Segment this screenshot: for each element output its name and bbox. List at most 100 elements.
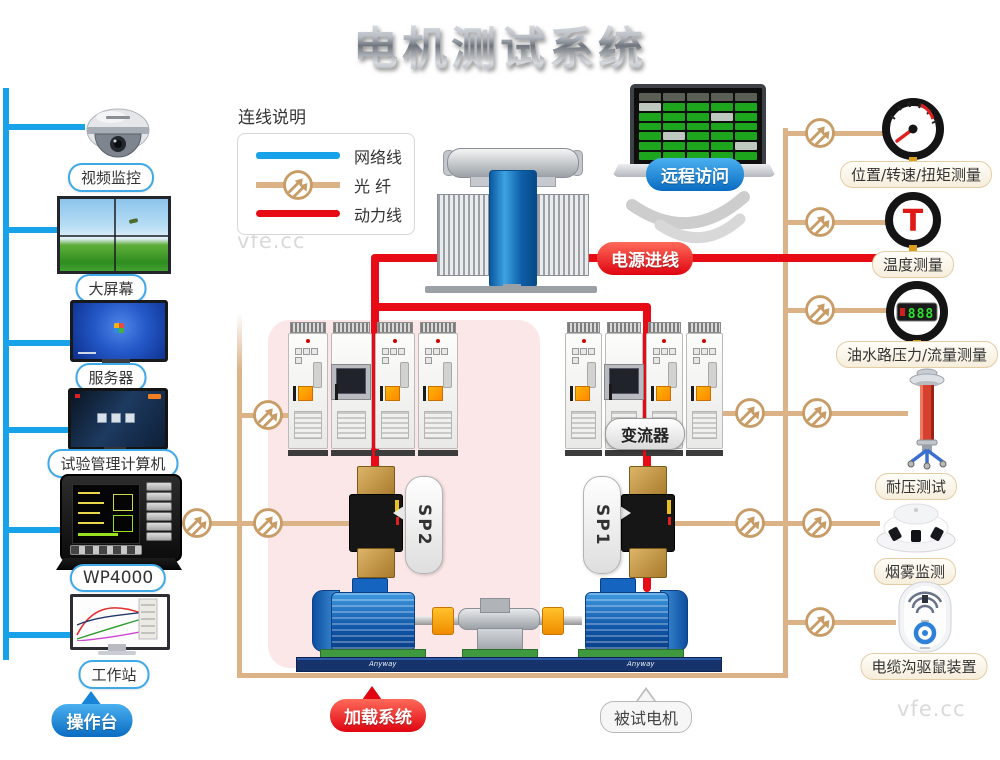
- laptop-data-cell: [711, 152, 733, 160]
- laptop-data-cell: [735, 152, 757, 160]
- page-title: 电机测试系统: [0, 12, 1000, 77]
- bench-rail: Anyway Anyway: [296, 657, 722, 672]
- motor-under-test-badge: 被试电机: [599, 701, 693, 733]
- legend-power-line: [256, 210, 340, 217]
- laptop-data-cell: [663, 152, 685, 160]
- fiber-icon: [801, 507, 833, 539]
- laptop-data-cell: [711, 112, 733, 121]
- network-stub-line: [3, 124, 85, 130]
- console-badge: 操作台: [51, 704, 133, 737]
- laptop-data-cell: [735, 132, 757, 141]
- legend-network-line: [256, 152, 340, 159]
- temperature-gauge-label: 温度测量: [871, 251, 955, 278]
- fiber-icon: [282, 169, 314, 205]
- wp4000-label: WP4000: [69, 564, 167, 592]
- network-stub-line: [3, 340, 70, 346]
- video-wall: [57, 196, 171, 274]
- fiber-line: [788, 308, 888, 313]
- server-monitor: [70, 300, 168, 362]
- laptop-data-cell: [639, 132, 661, 141]
- legend-fiber-label: 光 纤: [354, 177, 392, 196]
- legend-network-label: 网络线: [354, 148, 403, 167]
- converter-cabinet: [565, 322, 603, 456]
- fiber-icon: [181, 507, 213, 539]
- rodent-repeller: [898, 581, 952, 653]
- transformer-radiator: [437, 194, 489, 276]
- coupling: [542, 607, 564, 635]
- laptop-data-cell: [639, 112, 661, 121]
- network-stub-line: [3, 227, 57, 233]
- torque-gauge: [882, 98, 944, 164]
- fiber-icon: [804, 117, 836, 149]
- loading-converter-cabinets: [288, 322, 458, 456]
- power-line-branch: [371, 303, 651, 311]
- fiber-icon: [804, 606, 836, 638]
- workstation-monitor: [70, 594, 170, 656]
- converter-cabinet: [288, 322, 329, 456]
- remote-access-badge: 远程访问: [646, 158, 744, 191]
- fiber-line: [788, 131, 888, 136]
- laptop-data-cell: [687, 152, 709, 160]
- sp1-label-bubble: SP1: [583, 476, 621, 574]
- laptop-data-cell: [663, 93, 685, 101]
- transformer-base: [425, 286, 597, 293]
- fiber-icon: [252, 399, 284, 431]
- converter-cabinet: [331, 322, 372, 456]
- dome-camera: [86, 108, 150, 158]
- fiber-icon: [252, 507, 284, 539]
- workstation-label: 工作站: [78, 660, 150, 689]
- fiber-line: [668, 521, 880, 526]
- laptop-data-cell: [735, 142, 757, 151]
- fiber-icon: [801, 397, 833, 429]
- loading-motor: [331, 592, 415, 652]
- fiber-icon: [804, 206, 836, 238]
- laptop-data-cell: [639, 142, 661, 151]
- laptop-data-cell: [639, 102, 661, 111]
- laptop-data-cell: [639, 152, 661, 160]
- laptop-data-cell: [711, 102, 733, 111]
- fiber-line: [237, 673, 788, 678]
- fiber-line: [237, 313, 242, 678]
- laptop-data-cell: [735, 122, 757, 131]
- fiber-icon: [734, 507, 766, 539]
- legend-power-label: 动力线: [354, 206, 403, 225]
- laptop-data-cell: [687, 142, 709, 151]
- laptop-data-cell: [663, 122, 685, 131]
- video-wall-label: 大屏幕: [75, 274, 147, 303]
- laptop-data-cell: [663, 142, 685, 151]
- power-inlet-badge: 电源进线: [597, 242, 693, 275]
- laptop-data-cell: [687, 102, 709, 111]
- coupling: [432, 607, 454, 635]
- legend-title: 连线说明: [238, 108, 306, 128]
- laptop-data-cell: [687, 112, 709, 121]
- remote-laptop: [612, 84, 776, 178]
- temperature-gauge: T: [885, 192, 941, 251]
- withstand-voltage-label: 耐压测试: [874, 473, 958, 500]
- loading-system-pointer: [362, 686, 382, 700]
- wp4000-analyzer: [56, 474, 182, 570]
- camera-label: 视频监控: [67, 163, 155, 192]
- laptop-data-cell: [711, 142, 733, 151]
- laptop-screen: [630, 84, 766, 170]
- withstand-voltage-tester: [907, 368, 947, 470]
- laptop-data-cell: [711, 132, 733, 141]
- laptop-data-cell: [735, 93, 757, 101]
- smoke-detector-label: 烟雾监测: [873, 558, 957, 585]
- watermark: vfe.cc: [897, 697, 966, 721]
- laptop-data-cell: [735, 102, 757, 111]
- transformer: [425, 146, 600, 296]
- console-pointer: [80, 691, 102, 706]
- network-stub-line: [3, 427, 68, 433]
- pressure-flow-gauge-label: 油水路压力/流量测量: [835, 341, 999, 368]
- converter-cabinet: [685, 322, 723, 456]
- test-motor: [585, 592, 669, 652]
- laptop-data-cell: [711, 93, 733, 101]
- fiber-icon: [734, 397, 766, 429]
- network-stub-line: [3, 527, 62, 533]
- fiber-line: [783, 128, 788, 678]
- sp2-label-bubble: SP2: [405, 476, 443, 574]
- laptop-data-cell: [663, 132, 685, 141]
- laptop-data-cell: [735, 112, 757, 121]
- laptop-data-cell: [663, 102, 685, 111]
